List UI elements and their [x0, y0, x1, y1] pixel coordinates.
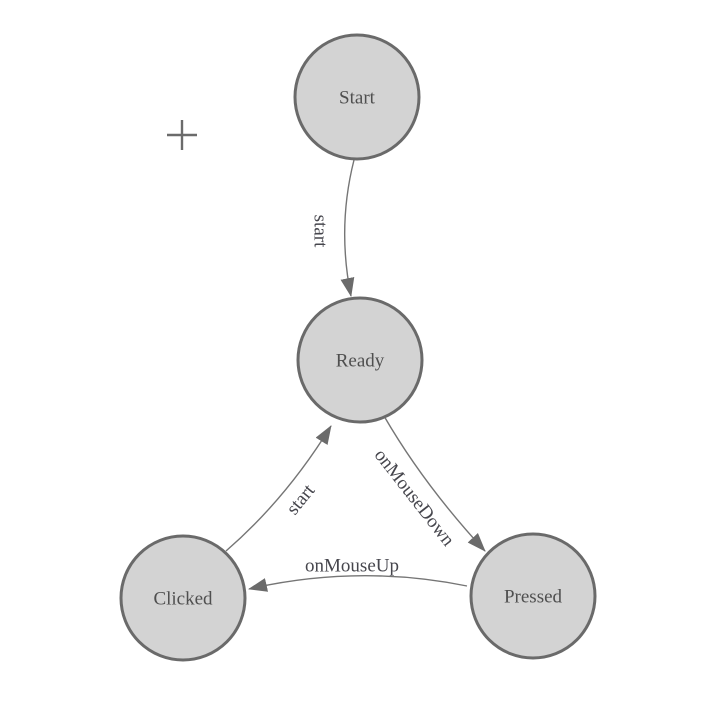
state-node-start-label: Start	[339, 88, 376, 109]
state-node-clicked-label: Clicked	[153, 589, 213, 610]
state-node-pressed-circle[interactable]	[469, 532, 597, 660]
edge-pressed-to-clicked[interactable]	[248, 575, 468, 592]
edge-clicked-to-ready[interactable]	[225, 425, 332, 552]
state-node-clicked[interactable]: Clicked	[119, 534, 247, 662]
edge-start-to-ready[interactable]	[340, 159, 355, 297]
state-node-start-circle[interactable]	[293, 33, 421, 161]
state-node-ready-label: Ready	[336, 351, 385, 372]
state-node-start[interactable]: Start	[293, 33, 421, 161]
edge-label-pressed-to-clicked: onMouseUp	[305, 556, 399, 577]
edge-label-ready-to-pressed: onMouseDown	[370, 445, 459, 551]
state-node-clicked-circle[interactable]	[119, 534, 247, 662]
state-node-ready[interactable]: Ready	[296, 296, 424, 424]
edge-label-start-to-ready: start	[309, 215, 330, 248]
plus-crosshair-cursor-icon	[167, 120, 197, 150]
state-node-pressed-label: Pressed	[504, 587, 563, 608]
edge-ready-to-pressed[interactable]	[383, 415, 486, 552]
state-node-pressed[interactable]: Pressed	[469, 532, 597, 660]
state-node-ready-circle[interactable]	[296, 296, 424, 424]
